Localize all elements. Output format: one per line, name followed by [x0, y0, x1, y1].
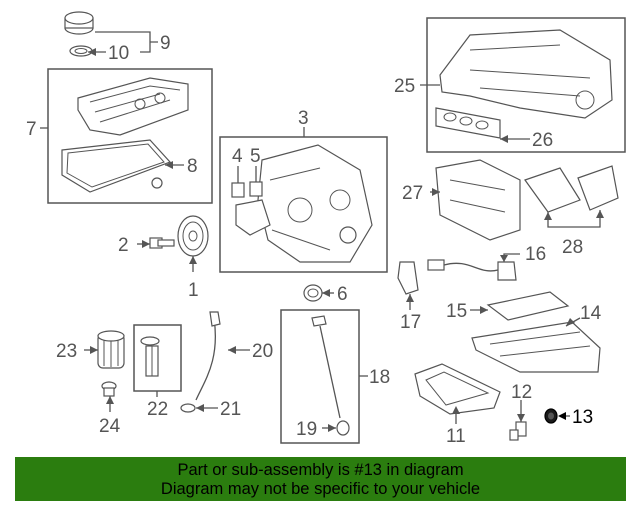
- valve-cover: [77, 77, 189, 136]
- dipstick-seal: [336, 420, 350, 436]
- drain-plug-gasket: [544, 408, 558, 424]
- callout-3[interactable]: 3: [298, 108, 309, 129]
- callout-25[interactable]: 25: [394, 76, 415, 97]
- callout-24[interactable]: 24: [99, 416, 121, 437]
- dipstick-tube: [195, 317, 216, 401]
- intake-gasket-left: [524, 167, 581, 213]
- callout-6[interactable]: 6: [337, 284, 348, 305]
- banner-line-2: Diagram may not be specific to your vehi…: [160, 480, 481, 498]
- oil-filler-gasket: [69, 45, 93, 57]
- dipstick: [311, 315, 341, 419]
- gasket-17: [397, 261, 419, 295]
- valve-cover-gasket: [61, 139, 172, 193]
- highlight-banner: Part or sub-assembly is #13 in diagram D…: [15, 457, 626, 501]
- callout-15[interactable]: 15: [446, 301, 467, 322]
- upper-oil-pan: [471, 321, 601, 373]
- callout-26[interactable]: 26: [532, 130, 553, 151]
- water-pump: [235, 199, 271, 236]
- lower-intake-manifold: [435, 159, 521, 241]
- drain-plug: [509, 421, 527, 441]
- oil-filler-cap: [64, 11, 94, 35]
- callout-11[interactable]: 11: [446, 426, 466, 447]
- callout-5[interactable]: 5: [250, 146, 261, 167]
- callout-8[interactable]: 8: [187, 156, 198, 177]
- callout-2[interactable]: 2: [118, 235, 129, 256]
- oil-filter-housing: [97, 330, 125, 369]
- oil-baffle-plate: [486, 291, 570, 321]
- callout-18[interactable]: 18: [369, 367, 390, 388]
- callout-4[interactable]: 4: [232, 146, 243, 167]
- intake-gasket-right: [577, 165, 619, 211]
- callout-12[interactable]: 12: [511, 382, 532, 403]
- timing-chain-cover: [257, 144, 373, 263]
- callout-22[interactable]: 22: [147, 399, 168, 420]
- callout-14[interactable]: 14: [580, 303, 602, 324]
- callout-28[interactable]: 28: [562, 237, 583, 258]
- callout-1[interactable]: 1: [188, 280, 199, 301]
- callout-10[interactable]: 10: [108, 43, 129, 64]
- callout-20[interactable]: 20: [252, 341, 273, 362]
- gasket-5: [249, 181, 263, 197]
- callout-27[interactable]: 27: [402, 183, 423, 204]
- crankshaft-pulley: [177, 215, 209, 257]
- callout-7[interactable]: 7: [26, 119, 37, 140]
- callout-23[interactable]: 23: [56, 341, 77, 362]
- callout-16[interactable]: 16: [525, 244, 546, 265]
- callout-13[interactable]: 13: [572, 407, 593, 428]
- callout-17[interactable]: 17: [400, 312, 421, 333]
- pulley-bolt: [149, 237, 175, 249]
- valve-cover-group-box: [47, 68, 213, 204]
- callout-21[interactable]: 21: [220, 399, 241, 420]
- lower-oil-pan: [414, 363, 501, 415]
- oil-level-sensor: [427, 259, 517, 281]
- intake-gasket: [435, 107, 501, 139]
- callout-9[interactable]: 9: [160, 33, 171, 54]
- oil-filter-element: [140, 336, 160, 377]
- gasket-4: [231, 182, 245, 198]
- banner-line-1: Part or sub-assembly is #13 in diagram: [177, 461, 464, 479]
- callout-19[interactable]: 19: [296, 419, 317, 440]
- intake-manifold: [439, 29, 613, 119]
- front-crankshaft-seal: [303, 284, 323, 302]
- dipstick-tube-o-ring: [180, 403, 196, 413]
- spark-plug-tube-seal: [151, 177, 163, 189]
- oil-filter-drain-plug: [101, 381, 117, 397]
